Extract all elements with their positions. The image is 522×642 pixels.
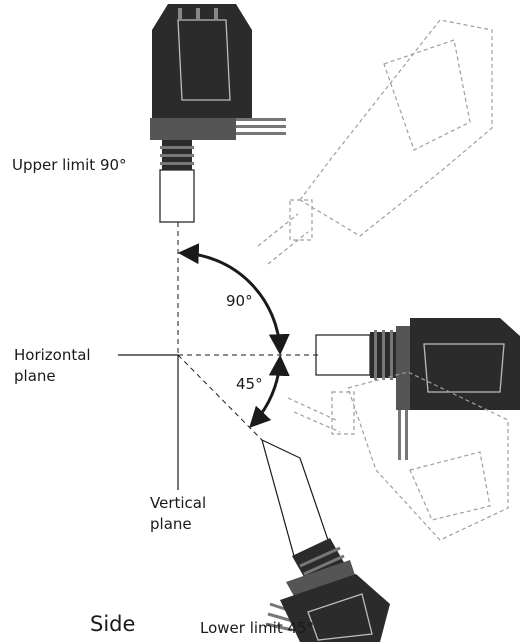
device-horizontal-position <box>315 318 520 460</box>
device-lower-position <box>261 438 390 642</box>
lower-limit-label: Lower limit 45° <box>200 619 315 637</box>
angle-45-arc <box>249 354 290 429</box>
angle-90-label: 90° <box>226 292 253 310</box>
vertical-plane-label-line2: plane <box>150 515 192 533</box>
device-ghost-upper <box>257 19 493 265</box>
device-upper-position <box>150 4 286 223</box>
horizontal-plane-label-line1: Horizontal <box>14 346 91 364</box>
device-ghost-lower <box>287 371 509 541</box>
angle-45-label: 45° <box>236 375 263 393</box>
upper-limit-label: Upper limit 90° <box>12 156 127 174</box>
lower-limit-dashed-line <box>177 354 263 441</box>
vertical-plane-label-line1: Vertical <box>150 494 207 512</box>
view-label: Side <box>90 612 136 636</box>
horizontal-plane-label-line2: plane <box>14 367 56 385</box>
angle-90-arc <box>177 243 290 356</box>
